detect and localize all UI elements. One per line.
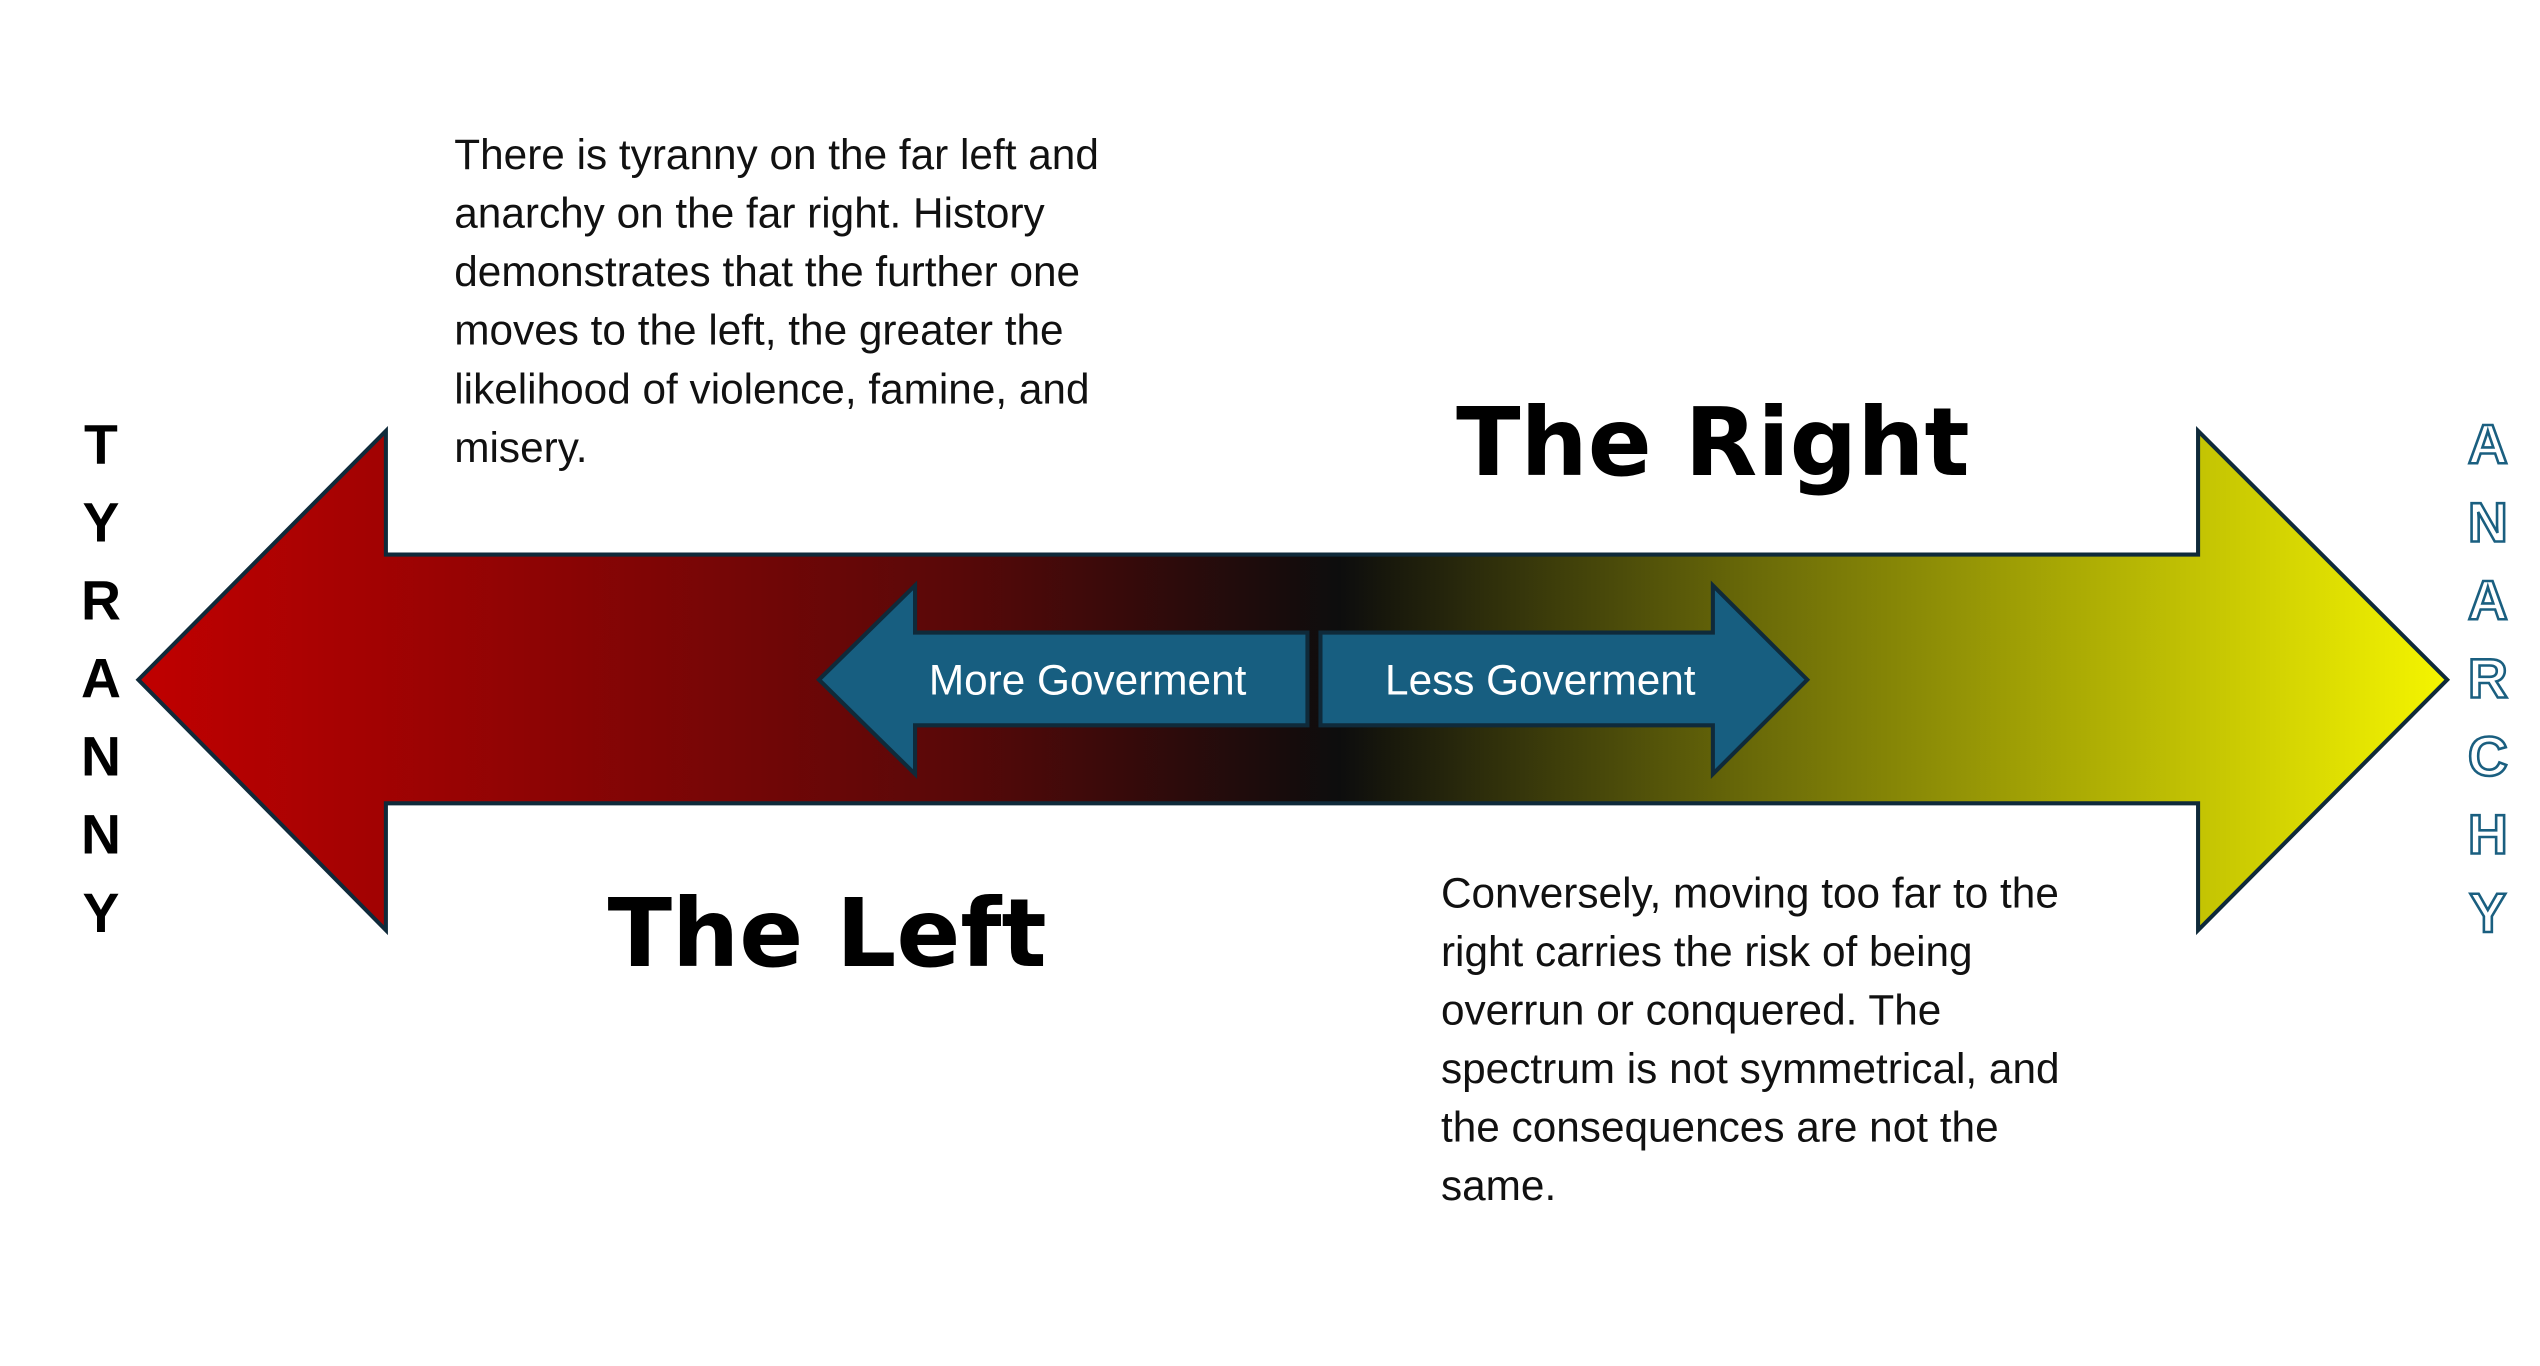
letter: C	[2468, 726, 2508, 788]
letter: R	[81, 570, 121, 632]
paragraph-line: anarchy on the far right. History	[454, 190, 1045, 237]
paragraph-line: right carries the risk of being	[1441, 928, 1973, 975]
letter: Y	[82, 882, 119, 944]
the-left-label: The Left	[608, 879, 1047, 989]
letter: A	[2468, 413, 2508, 475]
paragraph-line: spectrum is not symmetrical, and	[1441, 1045, 2060, 1092]
bottom-paragraph: Conversely, moving too far to the right …	[1441, 869, 2060, 1209]
paragraph-line: likelihood of violence, famine, and	[454, 365, 1089, 412]
less-government-label: Less Goverment	[1385, 656, 1696, 703]
letter: Y	[82, 492, 119, 554]
more-government-label: More Goverment	[929, 656, 1247, 703]
letter: T	[84, 413, 118, 475]
letter: R	[2468, 648, 2508, 710]
top-paragraph: There is tyranny on the far left and ana…	[454, 131, 1099, 471]
letter: N	[81, 726, 121, 788]
anarchy-vertical-label: A N A R C H Y	[2467, 412, 2510, 945]
more-government-arrow: More Goverment	[816, 580, 1310, 779]
letter: N	[2468, 492, 2508, 554]
letter: N	[81, 804, 121, 866]
paragraph-line: moves to the left, the greater the	[454, 307, 1063, 354]
paragraph-line: the consequences are not the	[1441, 1104, 1999, 1151]
the-right-label: The Right	[1456, 388, 1970, 498]
tyranny-vertical-label: T Y R A N N Y	[81, 413, 121, 943]
letter: A	[2468, 570, 2508, 632]
letter: A	[81, 648, 121, 710]
letter: H	[2468, 804, 2508, 866]
paragraph-line: overrun or conquered. The	[1441, 987, 1941, 1034]
less-government-arrow: Less Goverment	[1318, 580, 1811, 779]
paragraph-line: misery.	[454, 424, 587, 471]
paragraph-line: same.	[1441, 1162, 1556, 1209]
paragraph-line: demonstrates that the further one	[454, 248, 1080, 295]
paragraph-line: Conversely, moving too far to the	[1441, 869, 2059, 916]
letter: Y	[2469, 882, 2506, 944]
paragraph-line: There is tyranny on the far left and	[454, 131, 1099, 178]
